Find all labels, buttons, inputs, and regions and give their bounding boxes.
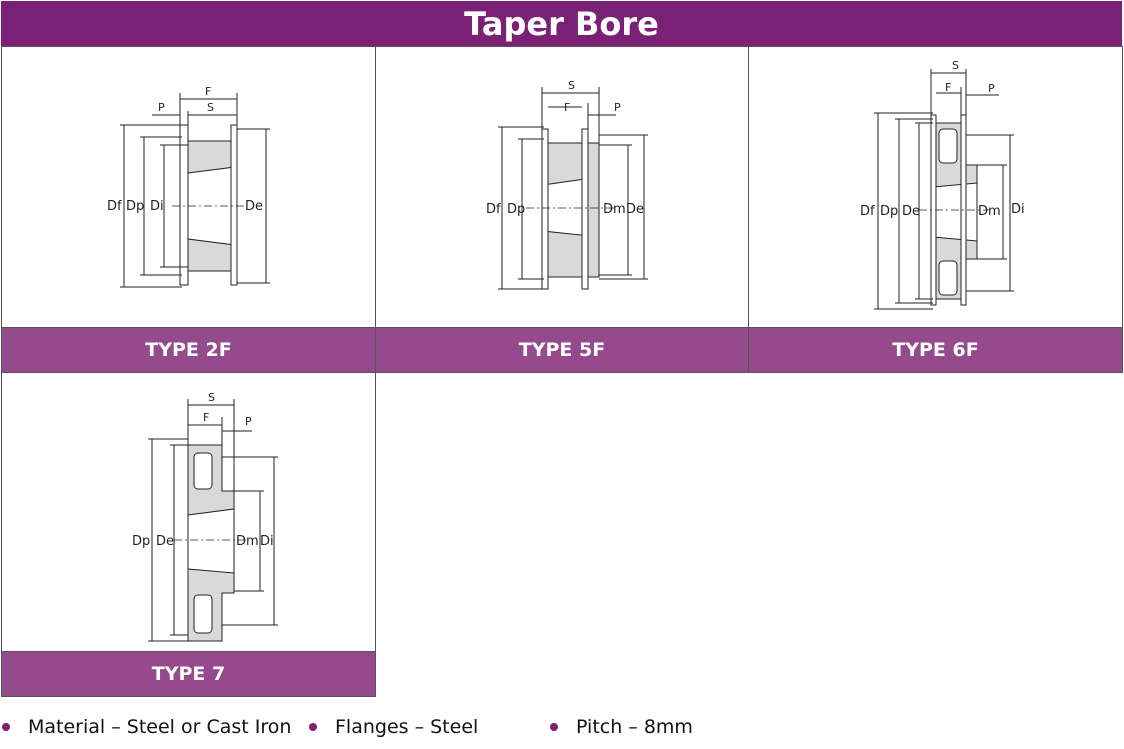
dim-label-p: P [988, 82, 995, 95]
type-2f-drawing: Df Dp Di De F S P [107, 85, 270, 288]
dim-label-dp: Dp [132, 534, 150, 549]
left-flange [179, 124, 189, 286]
diagram-panel-type-2f: Df Dp Di De F S P [1, 46, 376, 328]
page-title: Taper Bore [1, 1, 1122, 46]
taper-bore [187, 508, 235, 574]
dim-label-di: Di [150, 199, 164, 214]
type-2f-label: TYPE 2F [1, 327, 376, 373]
dim-label-dp: Dp [126, 199, 144, 214]
dim-label-df: Df [860, 204, 875, 219]
type-5f-drawing: Df Dp Dm De F S P [486, 79, 648, 290]
right-flange [581, 128, 589, 290]
bullet-dot-icon [309, 723, 317, 731]
dim-label-di: Di [1011, 202, 1025, 217]
dim-label-s: S [952, 59, 959, 72]
dim-label-f: F [203, 411, 209, 424]
diagram-panel-type-6f: Df Dp De Dm Di F S P [748, 46, 1123, 328]
bullet-text: Flanges – Steel [335, 716, 479, 738]
dim-label-di: Di [260, 534, 274, 549]
dim-label-de: De [902, 204, 920, 219]
dim-label-p: P [614, 101, 621, 114]
right-flange [230, 124, 238, 286]
bullet-pitch: Pitch – 8mm [550, 716, 693, 738]
dim-label-s: S [208, 391, 215, 404]
type-5f-label: TYPE 5F [375, 327, 749, 373]
dim-label-f: F [945, 81, 951, 94]
lower-web-slot [938, 260, 958, 296]
type-7-label: TYPE 7 [1, 651, 376, 697]
lower-web-slot [193, 594, 213, 634]
left-flange [541, 128, 549, 290]
upper-web-slot [938, 128, 958, 164]
type-7-drawing: Dp De Dm Di F S P [132, 391, 278, 642]
dim-label-df: Df [486, 202, 501, 217]
dim-label-dm: Dm [978, 204, 1001, 219]
taper-bore [932, 182, 978, 242]
dim-label-de: De [245, 199, 263, 214]
diagram-panel-type-5f: Df Dp Dm De F S P [375, 46, 749, 328]
dim-label-f: F [564, 101, 570, 114]
dim-label-df: Df [107, 199, 122, 214]
dim-label-f: F [205, 85, 211, 98]
dim-label-s: S [568, 79, 575, 92]
type-6f-label: TYPE 6F [748, 327, 1123, 373]
dim-label-p: P [245, 415, 252, 428]
bullet-material: Material – Steel or Cast Iron [2, 716, 291, 738]
upper-web-slot [193, 452, 213, 490]
type-6f-drawing: Df Dp De Dm Di F S P [860, 59, 1025, 310]
bullet-text: Material – Steel or Cast Iron [28, 716, 292, 738]
spec-bullet-list: Material – Steel or Cast Iron Flanges – … [0, 712, 1124, 746]
dim-label-dm: Dm [603, 202, 626, 217]
dim-label-de: De [626, 202, 644, 217]
diagram-panel-type-7: Dp De Dm Di F S P [1, 372, 376, 652]
dim-label-s: S [207, 101, 214, 114]
bullet-text: Pitch – 8mm [576, 716, 693, 738]
dim-label-p: P [158, 101, 165, 114]
dim-label-dp: Dp [880, 204, 898, 219]
dim-label-de: De [156, 534, 174, 549]
dim-label-dp: Dp [507, 202, 525, 217]
bullet-dot-icon [2, 723, 10, 731]
dim-label-dm: Dm [236, 534, 259, 549]
bullet-flanges: Flanges – Steel [309, 716, 478, 738]
bullet-dot-icon [550, 723, 558, 731]
